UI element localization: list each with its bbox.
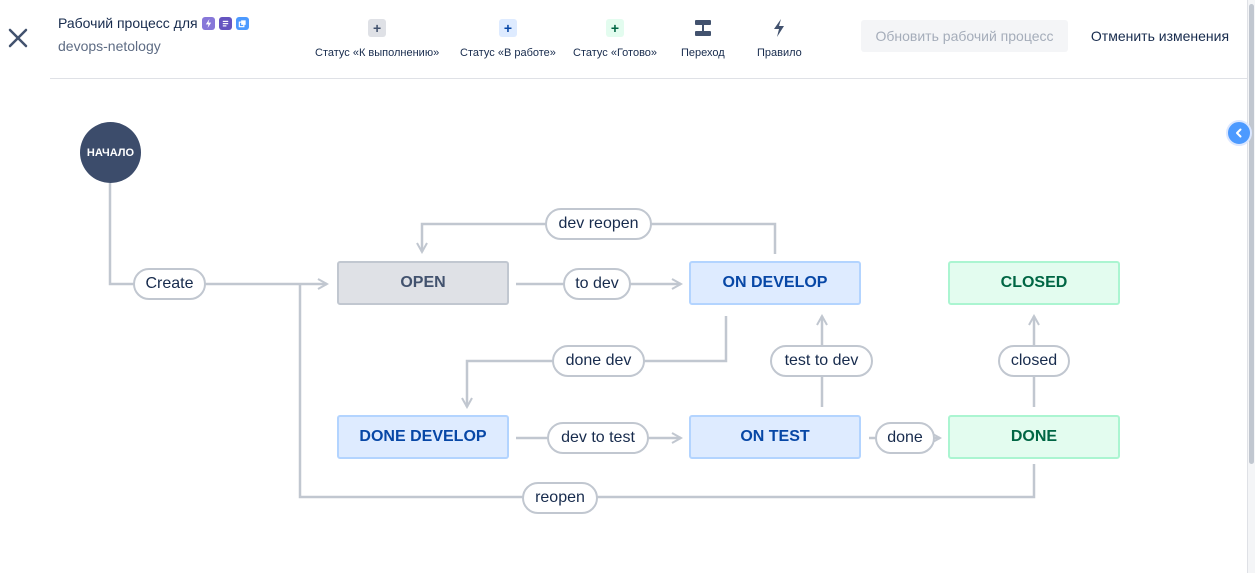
bolt-badge-icon — [201, 16, 215, 30]
transition-done[interactable]: done — [875, 422, 935, 454]
add-done-status-label: Статус «Готово» — [573, 47, 658, 59]
add-todo-status-button[interactable]: + Статус «К выполнению» — [315, 14, 439, 59]
project-name: devops-netology — [58, 38, 161, 54]
start-node[interactable]: НАЧАЛО — [80, 122, 141, 183]
add-transition-button[interactable]: Переход — [681, 14, 725, 59]
transition-done-dev[interactable]: done dev — [552, 345, 645, 377]
status-closed[interactable]: CLOSED — [948, 261, 1120, 305]
transition-create[interactable]: Create — [133, 268, 206, 300]
workflow-title-text: Рабочий процесс для — [58, 15, 198, 31]
add-done-status-button[interactable]: + Статус «Готово» — [573, 14, 657, 59]
transition-to-dev[interactable]: to dev — [563, 268, 631, 300]
copy-badge-icon — [235, 16, 249, 30]
update-workflow-button[interactable]: Обновить рабочий процесс — [861, 20, 1068, 52]
add-transition-label: Переход — [681, 47, 725, 59]
add-rule-label: Правило — [757, 47, 802, 59]
plus-icon: + — [498, 19, 517, 37]
status-on-test[interactable]: ON TEST — [689, 415, 861, 459]
add-todo-status-label: Статус «К выполнению» — [315, 47, 440, 59]
close-icon — [8, 28, 28, 48]
status-done-develop[interactable]: DONE DEVELOP — [337, 415, 509, 459]
document-badge-icon — [218, 16, 232, 30]
add-inprogress-status-button[interactable]: + Статус «В работе» — [460, 14, 556, 59]
add-inprogress-status-label: Статус «В работе» — [460, 47, 556, 59]
transition-test-to-dev[interactable]: test to dev — [770, 345, 873, 377]
status-on-develop[interactable]: ON DEVELOP — [689, 261, 861, 305]
transition-closed[interactable]: closed — [998, 345, 1070, 377]
scrollbar-thumb[interactable] — [1249, 4, 1254, 464]
header-divider — [50, 78, 1248, 79]
discard-changes-button[interactable]: Отменить изменения — [1090, 28, 1230, 44]
status-done[interactable]: DONE — [948, 415, 1120, 459]
workflow-title: Рабочий процесс для — [58, 15, 249, 31]
close-button[interactable] — [4, 20, 32, 52]
transition-reopen[interactable]: reopen — [522, 482, 598, 514]
transition-icon — [694, 19, 712, 37]
chevron-left-icon — [1236, 128, 1242, 138]
transition-dev-to-test[interactable]: dev to test — [547, 422, 649, 454]
status-open[interactable]: OPEN — [337, 261, 509, 305]
transition-dev-reopen[interactable]: dev reopen — [545, 208, 652, 240]
plus-icon: + — [606, 19, 625, 37]
plus-icon: + — [368, 19, 387, 37]
add-rule-button[interactable]: Правило — [757, 14, 802, 59]
bolt-icon — [770, 19, 788, 37]
side-panel-toggle[interactable] — [1226, 120, 1252, 146]
